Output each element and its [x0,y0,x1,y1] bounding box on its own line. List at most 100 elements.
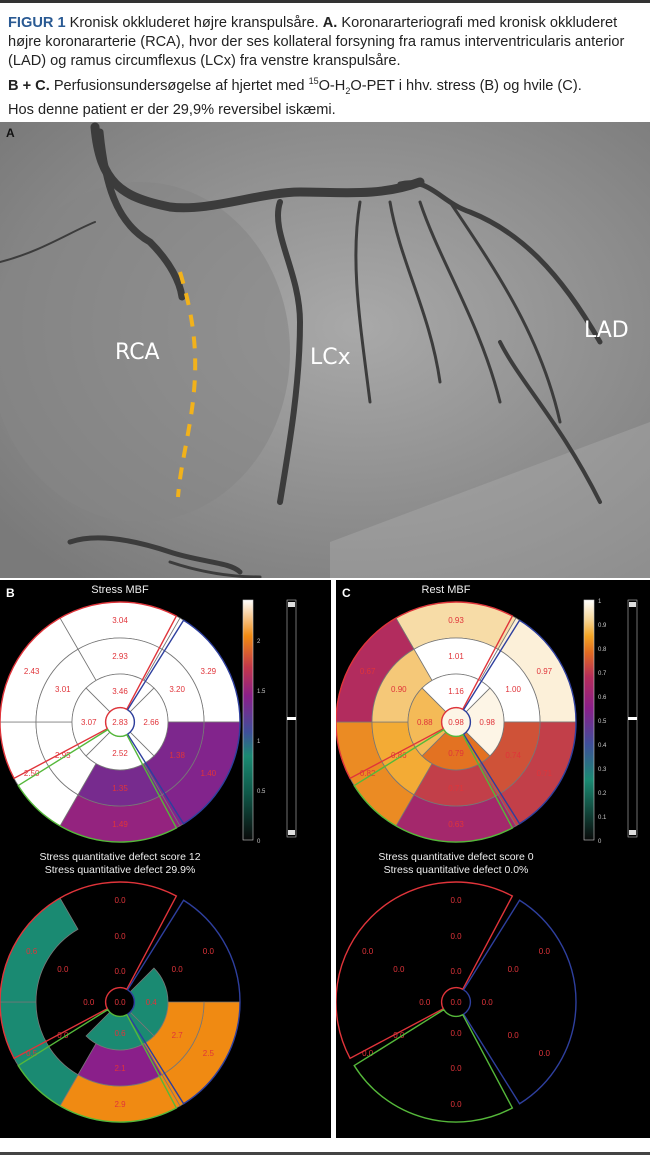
rest-slider-down-arrow[interactable] [629,830,636,835]
rest-mbf-value-basal-5: 0.82 [360,769,376,778]
stress-colorbar-tick: 2 [257,639,261,645]
rest-colorbar-tick: 0.2 [598,791,607,797]
occlusion-dashed-line [176,271,198,498]
water-subscript: 2 [345,85,351,96]
stress-defect-value-mid-2: 0.0 [172,965,184,974]
rest-colorbar: 10.90.80.70.60.50.40.30.20.10 [583,599,607,845]
rest-defect-value-basal-4: 0.0 [450,1100,462,1109]
rest-mbf-value-basal-6: 0.67 [360,667,376,676]
stress-defect-value-mid-6: 0.0 [57,965,69,974]
isotope-superscript: 15 [308,75,319,86]
stress-defect-value-mid-5: 0.0 [57,1031,69,1040]
rest-colorbar-tick: 0.3 [598,767,607,773]
rest-mbf-value-apical-1: 1.16 [448,687,464,696]
stress-defect-value-basal-2: 0.0 [203,947,215,956]
stress-mbf-value-mid-5: 2.95 [55,751,71,760]
rest-mbf-territory-lad-outline [336,601,514,780]
stress-colorbar-tick: 0.5 [257,789,266,795]
stress-colorbar-tick: 1.5 [257,689,266,695]
rest-colorbar-tick: 0.1 [598,815,607,821]
rest-mbf-value-basal-3: 0.71 [537,769,553,778]
rest-defect-value-mid-6: 0.0 [393,965,405,974]
lcx-label: LCx [310,345,351,370]
rest-slider-up-arrow[interactable] [629,602,636,607]
stress-mbf-value-mid-4: 1.35 [112,784,128,793]
rest-mbf-value-mid-4: 0.71 [448,784,464,793]
stress-mbf-value-basal-1: 3.04 [112,616,128,625]
stress-defect-value-mid-3: 2.7 [172,1031,184,1040]
stress-mbf-value-mid-2: 3.20 [169,685,185,694]
stress-slider-up-arrow[interactable] [288,602,295,607]
rest-defect-value-basal-2: 0.0 [539,947,551,956]
stress-mbf-polar-map: 3.043.291.401.492.502.432.933.201.381.35… [0,601,241,843]
stress-slider-thumb[interactable] [287,717,296,720]
rest-defect-percent: Stress quantitative defect 0.0% [383,864,529,876]
rest-colorbar-tick: 0 [598,839,602,845]
stress-defect-value-basal-6: 0.6 [26,947,38,956]
rest-slider[interactable] [627,599,638,838]
rest-mbf-polar-map: 0.930.970.710.630.820.671.011.000.740.71… [336,601,577,843]
rest-colorbar-tick: 1 [598,599,602,605]
rest-defect-value-mid-3: 0.0 [508,1031,520,1040]
rest-colorbar-tick: 0.9 [598,623,607,629]
rest-defect-territory-lad-outline [336,881,514,1060]
stress-defect-score: Stress quantitative defect score 12 [39,851,201,863]
figure-label: FIGUR 1 [8,15,66,31]
rest-defect-value-apical-4: 0.0 [419,998,431,1007]
stress-mbf-value-mid-6: 3.01 [55,685,71,694]
rest-defect-value-apical-2: 0.0 [482,998,494,1007]
panel-bc-text-1: Perfusionsundersøgelse af hjertet med [53,77,305,94]
rest-mbf-value-basal-4: 0.63 [448,820,464,829]
rest-mbf-territory-lcx-outline [462,619,577,825]
rest-mbf-value-apical-2: 0.98 [479,718,495,727]
rest-defect-summary: Stress quantitative defect score 0 Stres… [346,851,566,877]
rest-defect-value-basal-6: 0.0 [362,947,374,956]
rest-colorbar-tick: 0.7 [598,671,607,677]
rest-colorbar-tick: 0.6 [598,695,607,701]
rest-mbf-value-basal-2: 0.97 [537,667,553,676]
stress-slider[interactable] [286,599,297,838]
rest-defect-value-mid-5: 0.0 [393,1031,405,1040]
panel-b-label: B [6,586,15,600]
rest-polar-maps: 0.930.970.710.630.820.671.011.000.740.71… [336,599,638,1123]
stress-mbf-value-apical-3: 2.52 [112,749,128,758]
figure-caption: FIGUR 1 Kronisk okkluderet højre kranspu… [8,14,644,120]
angiogram-panel: A RCA LCx LAD [0,122,650,578]
stress-colorbar-gradient [242,599,254,841]
bottom-rule [0,1152,650,1155]
panel-a-ref: A. [322,15,338,31]
stress-defect-value-basal-5: 0.5 [26,1049,38,1058]
stress-slider-down-arrow[interactable] [288,830,295,835]
stress-mbf-value-mid-1: 2.93 [112,652,128,661]
panel-a-label: A [6,126,15,140]
stress-defect-territory-rca-outline [17,1008,178,1123]
rest-colorbar-tick: 0.4 [598,743,607,749]
rest-defect-value-mid-1: 0.0 [450,932,462,941]
rest-defect-value-basal-3: 0.0 [539,1049,551,1058]
rest-slider-thumb[interactable] [628,717,637,720]
panel-bc-text-2: O-H [318,77,346,94]
stress-mbf-value-apical-4: 3.07 [81,718,97,727]
stress-colorbar: 21.510.50 [242,599,266,845]
stress-defect-value-apical-1: 0.0 [114,967,126,976]
stress-defect-value-apical-4: 0.0 [83,998,95,1007]
rest-mbf-title: Rest MBF [421,584,471,596]
stress-mbf-value-mid-3: 1.38 [169,751,185,760]
stress-mbf-value-basal-6: 2.43 [24,667,40,676]
stress-defect-value-mid-1: 0.0 [114,932,126,941]
stress-defect-value-apex: 0.0 [114,998,126,1007]
lad-label: LAD [584,318,629,343]
rest-defect-value-mid-2: 0.0 [508,965,520,974]
rest-defect-territory-rca-outline [353,1008,514,1123]
stress-mbf-value-basal-3: 1.40 [201,769,217,778]
panel-a-description: Koronararteriografi med kronisk okkluder… [8,15,625,70]
stress-mbf-value-basal-5: 2.50 [24,769,40,778]
stress-mbf-value-apical-2: 2.66 [143,718,159,727]
rest-colorbar-tick: 0.8 [598,647,607,653]
stress-defect-value-basal-1: 0.0 [114,896,126,905]
stress-defect-value-apical-3: 0.6 [114,1029,126,1038]
rest-mbf-value-mid-6: 0.90 [391,685,407,694]
